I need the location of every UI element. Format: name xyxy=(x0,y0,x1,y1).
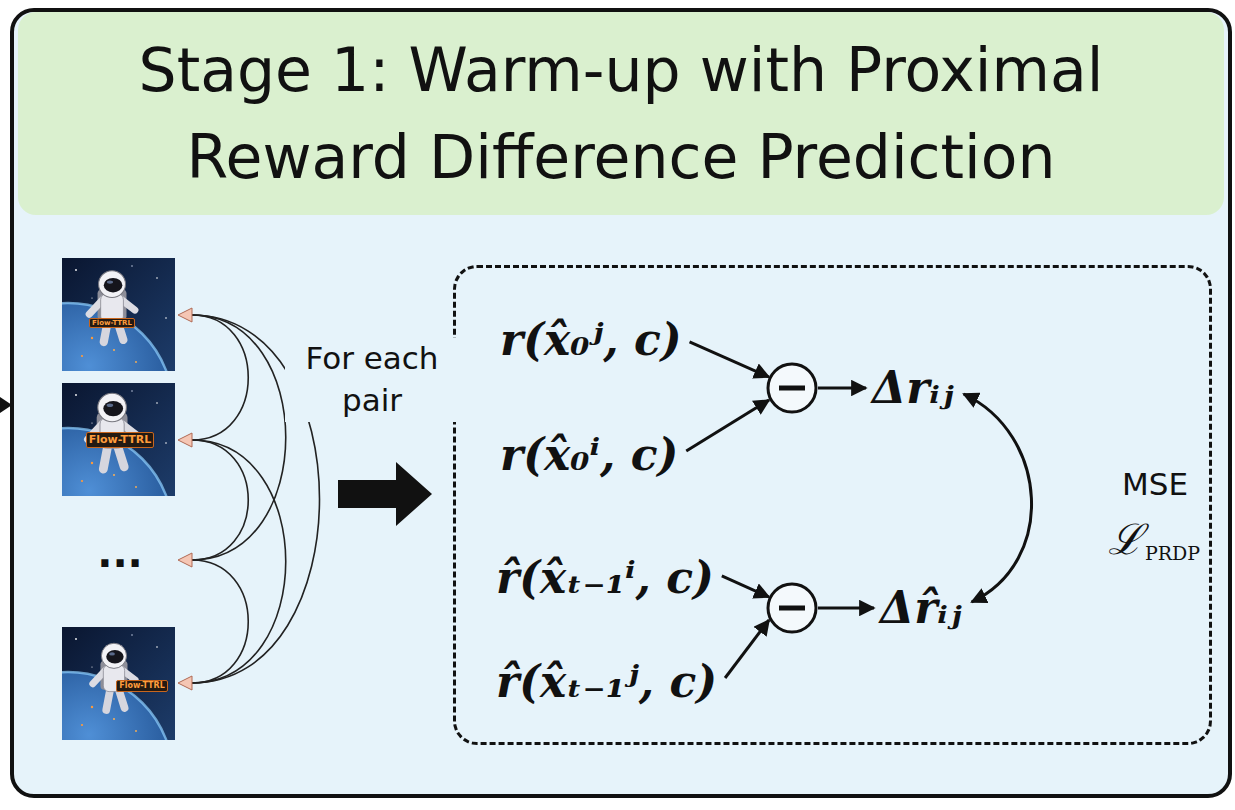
panel-title: Stage 1: Warm-up with Proximal Reward Di… xyxy=(18,12,1224,215)
leader-arrows xyxy=(686,342,1031,678)
operand-arrow xyxy=(725,620,769,678)
minus-operator xyxy=(768,364,816,412)
block-arrow xyxy=(338,462,432,526)
result-arrow xyxy=(818,387,866,390)
reward-formula: r̂(x̂ₜ₋₁ʲ, c) xyxy=(496,656,717,709)
operand-arrow xyxy=(690,342,769,377)
operand-arrow xyxy=(686,400,769,451)
minus-operator xyxy=(768,584,816,632)
astronaut-figure xyxy=(93,643,136,710)
reward-formula: r̂(x̂ₜ₋₁ⁱ, c) xyxy=(496,552,714,605)
astronaut-figure xyxy=(89,271,134,342)
minus-sign xyxy=(779,386,805,391)
loss-name: MSE xyxy=(1122,466,1188,503)
result-arrow xyxy=(818,607,874,610)
minus-sign xyxy=(779,606,805,611)
pair-arrowhead xyxy=(178,553,192,567)
pair-arc xyxy=(192,315,248,440)
pair-note: For each pair xyxy=(285,338,459,422)
operand-arrow xyxy=(722,576,769,597)
pair-arrowhead xyxy=(178,433,192,447)
reward-difference: Δrᵢⱼ xyxy=(872,362,954,415)
panel-ground xyxy=(12,10,1230,796)
astronaut-figure xyxy=(88,393,136,469)
image-sign-text: Flow-TTRL xyxy=(116,680,168,692)
reward-formula: r(x̂₀ʲ, c) xyxy=(500,314,682,367)
loss-subscript: PRDP xyxy=(1145,542,1200,565)
ellipsis: ... xyxy=(97,533,143,573)
pair-arrowhead xyxy=(178,308,192,322)
image-sign-text: Flow-TTRL xyxy=(89,318,135,328)
loss-symbol: ℒ xyxy=(1108,515,1143,565)
image-sign-text: Flow-TTRL xyxy=(86,432,155,447)
pair-arc xyxy=(192,560,248,683)
mse-double-arrow xyxy=(964,394,1032,602)
stage-panel: Stage 1: Warm-up with Proximal Reward Di… xyxy=(10,8,1232,798)
reward-formula: r(x̂₀ⁱ, c) xyxy=(500,429,678,482)
pair-arc xyxy=(192,440,248,560)
reward-difference: Δr̂ᵢⱼ xyxy=(880,582,962,635)
dashed-group-box: r(x̂₀ʲ, c) r(x̂₀ⁱ, c) Δrᵢⱼ r̂(x̂ₜ₋₁ⁱ, c) r̂(… xyxy=(453,265,1212,745)
sample-image xyxy=(0,383,175,638)
pair-arrowhead xyxy=(178,676,192,690)
sample-image xyxy=(0,627,175,810)
